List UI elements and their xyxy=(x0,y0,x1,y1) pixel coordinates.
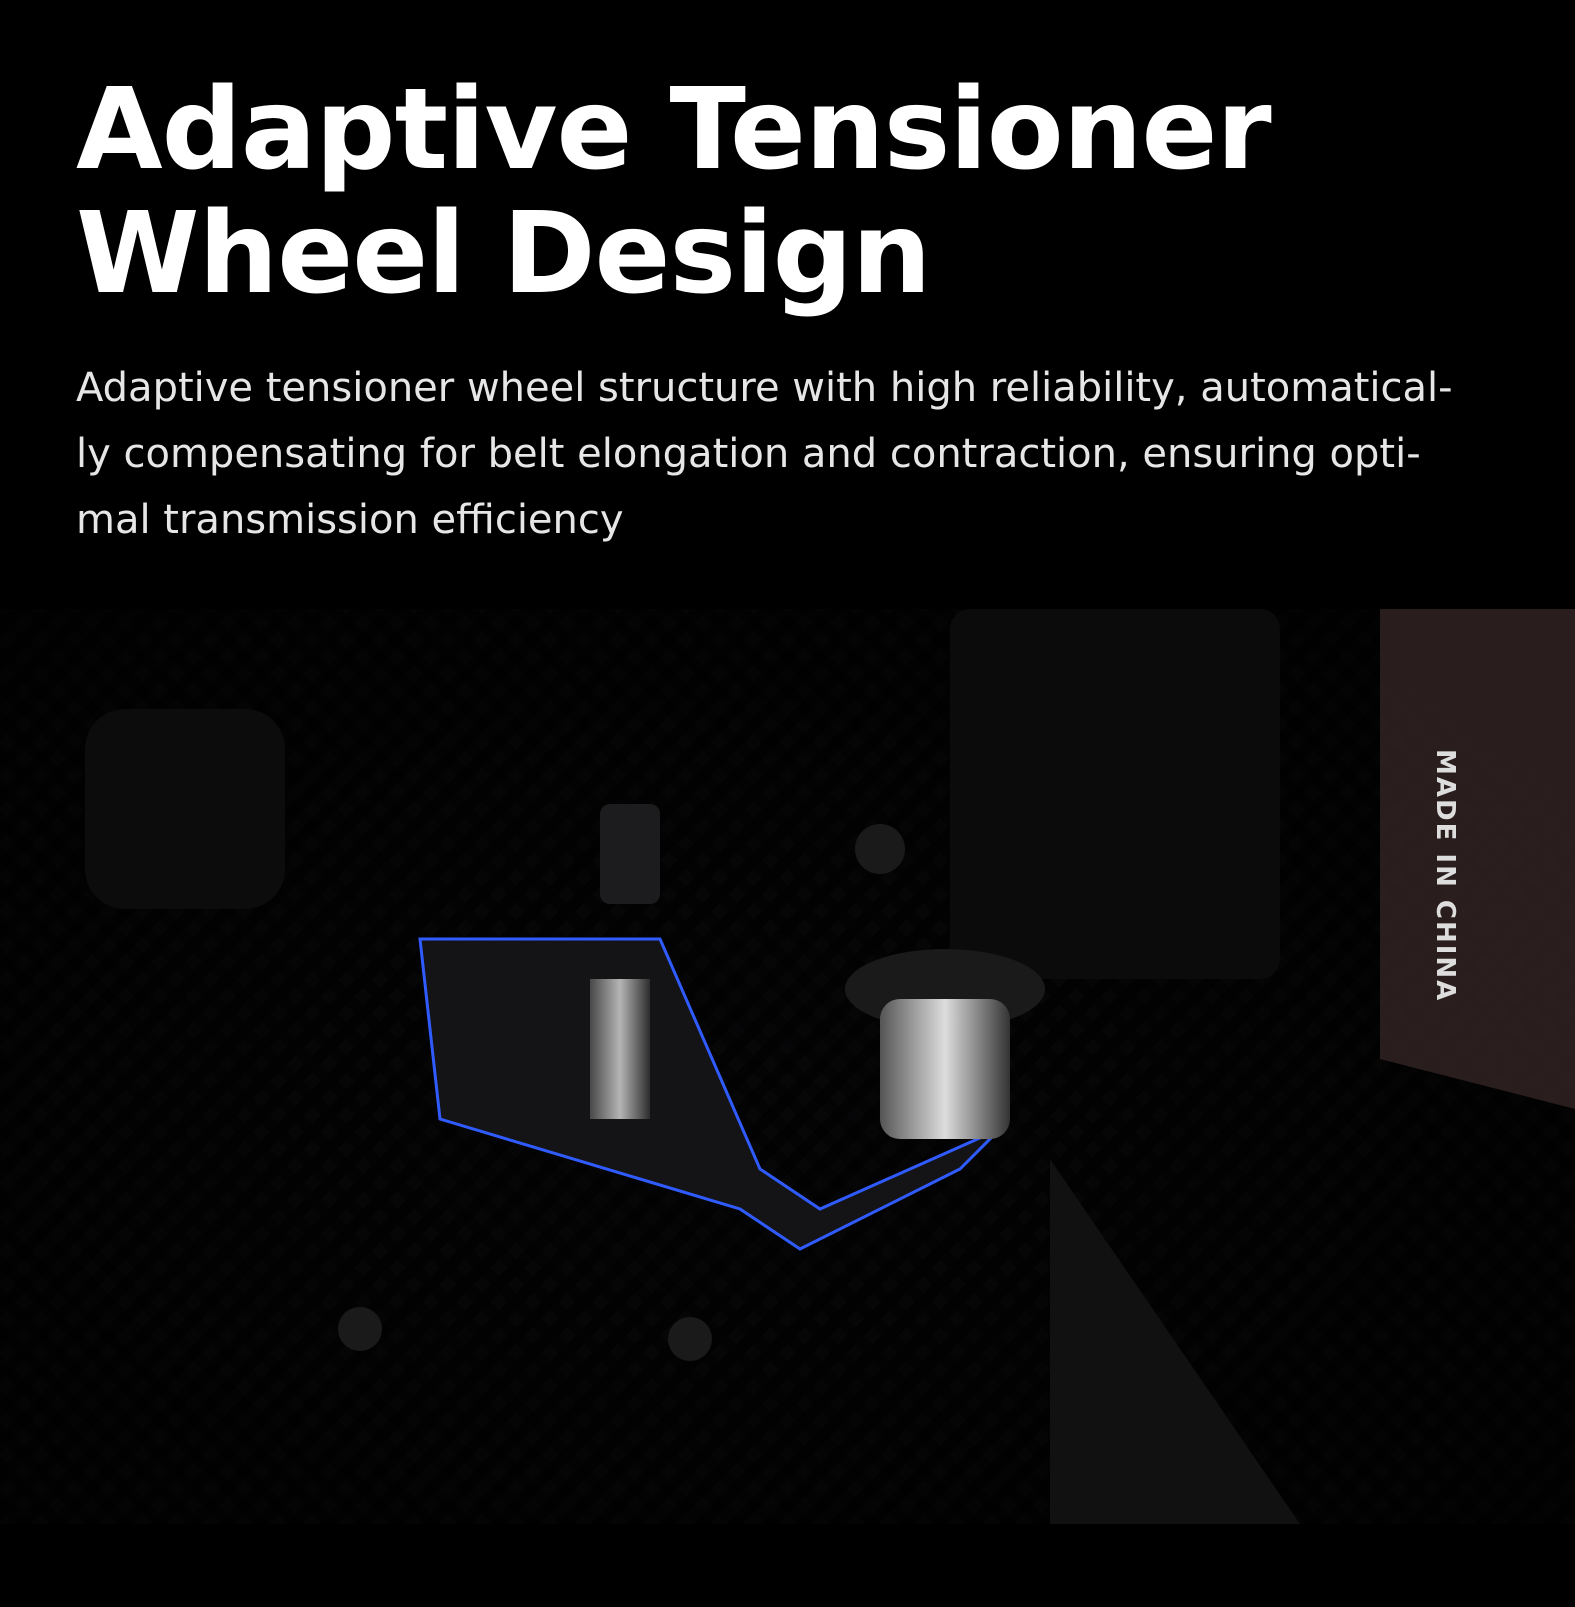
tensioner-bracket xyxy=(418,937,1002,1251)
bolt-icon xyxy=(855,824,905,874)
spring xyxy=(590,979,650,1119)
bolt-icon xyxy=(338,1307,382,1351)
side-panel xyxy=(1380,609,1575,1109)
tensioner-illustration xyxy=(85,609,1575,1524)
feature-description: Adaptive tensioner wheel structure with … xyxy=(76,365,1453,543)
screw xyxy=(600,804,660,904)
frame-cutout xyxy=(950,609,1280,979)
product-photo: MADE IN CHINA xyxy=(0,609,1575,1524)
made-in-china-label: MADE IN CHINA xyxy=(1430,749,1460,1003)
pulley xyxy=(880,999,1010,1139)
title-line-1: Adaptive Tensioner xyxy=(76,65,1272,195)
belt xyxy=(1050,1159,1300,1524)
title-line-2: Wheel Design xyxy=(76,189,931,319)
page-title: Adaptive Tensioner Wheel Design xyxy=(76,65,1272,319)
frame-cutout xyxy=(85,709,285,909)
bolt-icon xyxy=(668,1317,712,1361)
